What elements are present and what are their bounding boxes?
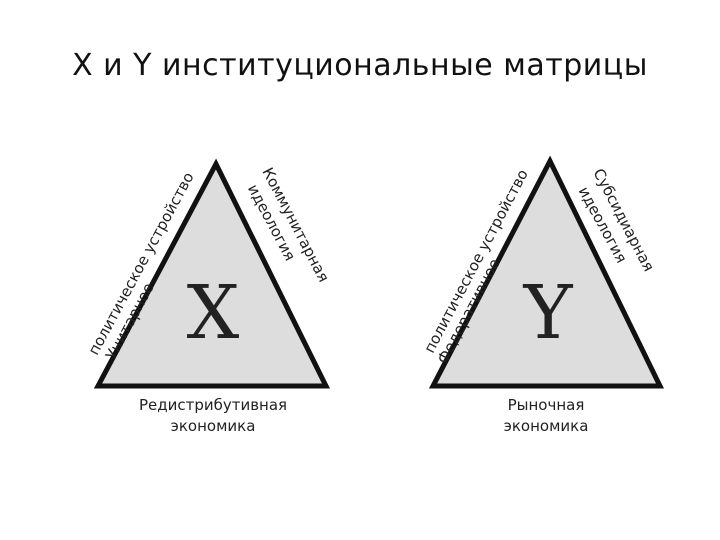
bottom-label-x-line2: экономика [171, 417, 256, 435]
matrix-letter-x: X [187, 270, 240, 356]
bottom-label-y-line1: Рыночная [508, 396, 585, 414]
bottom-label-x-line1: Редистрибутивная [139, 396, 287, 414]
matrix-x: X политическое устройство Унитарное Комм… [85, 158, 333, 435]
triangle-y [428, 155, 665, 389]
bottom-label-y-line2: экономика [504, 417, 589, 435]
slide-title: X и Y институциональные матрицы [72, 48, 648, 83]
matrix-letter-y: Y [523, 270, 574, 356]
triangle-x [93, 158, 331, 389]
matrix-y: Y политическое устройство Федеративное С… [420, 155, 665, 435]
